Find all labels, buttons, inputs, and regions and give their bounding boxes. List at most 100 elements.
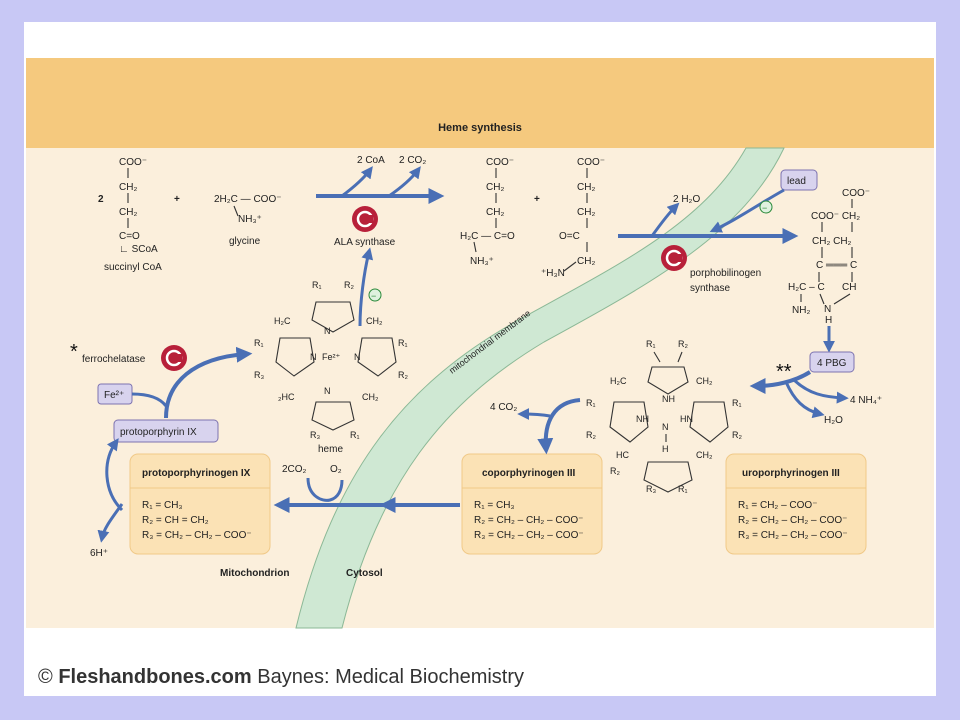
heme-synthesis-diagram: Heme synthesis mitochondrial membrane CO…: [26, 58, 934, 629]
svg-text:R₃: R₃: [254, 370, 264, 380]
svg-text:R₁: R₁: [678, 484, 688, 494]
two-co2-label-2: 2CO₂: [282, 464, 307, 475]
svg-text:R₃: R₃: [310, 430, 320, 440]
inhibition-minus-icon-1: −: [368, 288, 382, 302]
svg-text:R₂: R₂: [586, 430, 596, 440]
svg-text:−: −: [371, 291, 376, 301]
svg-text:R₂ = CH₂ – CH₂ – COO⁻: R₂ = CH₂ – CH₂ – COO⁻: [474, 515, 583, 526]
svg-text:R₁: R₁: [398, 338, 408, 348]
svg-text:protoporphyrinogen IX: protoporphyrinogen IX: [142, 468, 251, 479]
svg-text:NH: NH: [662, 394, 675, 404]
svg-text:R₂: R₂: [398, 370, 408, 380]
protoporphyrinogen-box: protoporphyrinogen IX R₁ = CH₃ R₂ = CH =…: [129, 453, 271, 555]
svg-text:CH₂: CH₂: [486, 207, 504, 218]
uroporphyrinogen-box: uroporphyrinogen III R₁ = CH₂ – COO⁻ R₂ …: [725, 453, 867, 555]
svg-text:R₂: R₂: [678, 339, 688, 349]
pbg-structure: COO⁻ COO⁻ CH₂ CH₂ CH₂ C ═══ C H₂C – C CH…: [788, 188, 870, 326]
svg-text:CH₂: CH₂: [119, 207, 137, 218]
svg-text:C=O: C=O: [119, 231, 140, 242]
six-h-label: 6H⁺: [90, 548, 108, 559]
inhibition-minus-icon-2: −: [759, 200, 773, 214]
svg-text:H: H: [825, 315, 832, 326]
succinyl-coa-label: succinyl CoA: [104, 262, 162, 273]
svg-text:R₁ = CH₃: R₁ = CH₃: [474, 500, 515, 511]
ala-structure: COO⁻ CH₂ CH₂ H₂C — C=O NH₃⁺: [460, 157, 515, 267]
svg-text:uroporphyrinogen III: uroporphyrinogen III: [742, 468, 840, 479]
svg-text:R₁ = CH₃: R₁ = CH₃: [142, 500, 183, 511]
glycine-structure: 2H₂C — COO⁻ NH₃⁺: [214, 194, 282, 225]
heme-label: heme: [318, 444, 343, 455]
svg-text:R₁: R₁: [732, 398, 742, 408]
svg-text:R₁ = CH₂ – COO⁻: R₁ = CH₂ – COO⁻: [738, 500, 818, 511]
svg-text:R₃ = CH₂ – CH₂ – COO⁻: R₃ = CH₂ – CH₂ – COO⁻: [142, 530, 252, 541]
svg-text:R₂: R₂: [610, 466, 620, 476]
svg-text:H₂C — C=O: H₂C — C=O: [460, 231, 515, 242]
o2-label: O₂: [330, 464, 342, 475]
mitochondrion-label: Mitochondrion: [220, 568, 289, 579]
svg-text:CH₂: CH₂: [119, 182, 137, 193]
svg-text:R₃ = CH₂ – CH₂ – COO⁻: R₃ = CH₂ – CH₂ – COO⁻: [474, 530, 584, 541]
svg-text:R₂ = CH = CH₂: R₂ = CH = CH₂: [142, 515, 209, 526]
single-asterisk: *: [70, 341, 78, 363]
four-nh4-label: 4 NH₄⁺: [850, 395, 882, 406]
svg-text:N: N: [324, 326, 331, 336]
four-co2-release-arrow: [517, 408, 551, 421]
svg-text:R₁: R₁: [350, 430, 360, 440]
heme-feedback-arrow: [358, 247, 374, 327]
coa-release-arrow: [341, 166, 373, 198]
coproporphyrinogen-box: coporphyrinogen III R₁ = CH₃ R₂ = CH₂ – …: [461, 453, 603, 555]
pbg-synthase-label-1: porphobilinogen: [690, 268, 761, 279]
svg-text:COO⁻: COO⁻: [842, 188, 870, 199]
svg-text:CH: CH: [842, 282, 856, 293]
svg-text:4 PBG: 4 PBG: [817, 358, 847, 369]
svg-text:N: N: [324, 386, 331, 396]
svg-text:CH₂: CH₂: [577, 182, 595, 193]
svg-text:H₂C: H₂C: [274, 316, 291, 326]
svg-text:NH₂: NH₂: [792, 305, 810, 316]
svg-text:CH₂: CH₂: [486, 182, 504, 193]
diagram-title: Heme synthesis: [438, 122, 522, 134]
svg-text:CH₂: CH₂: [362, 392, 379, 402]
ferrochelatase-enzyme-icon: [161, 345, 187, 371]
lead-box: lead: [780, 169, 818, 191]
ala-structure-2: COO⁻ CH₂ CH₂ O=C CH₂ ⁺H₃N: [541, 157, 605, 279]
h2o-label: H₂O: [824, 415, 843, 426]
mitochondrial-membrane: [295, 147, 785, 629]
two-h2o-label: 2 H₂O: [673, 194, 700, 205]
svg-text:NH: NH: [636, 414, 649, 424]
svg-text:R₁: R₁: [646, 339, 656, 349]
glycine-label: glycine: [229, 236, 261, 247]
svg-text:CH₂: CH₂: [696, 376, 713, 386]
h2o-release-arrow-2: [784, 381, 825, 419]
svg-text:R₁: R₁: [254, 338, 264, 348]
svg-text:Fe²⁺: Fe²⁺: [104, 390, 124, 401]
svg-text:CH₂: CH₂: [366, 316, 383, 326]
svg-text:COO⁻: COO⁻: [119, 157, 147, 168]
book-title: Baynes: Medical Biochemistry: [257, 666, 525, 688]
svg-text:HC: HC: [616, 450, 629, 460]
svg-text:N: N: [354, 352, 361, 362]
protoporphyrin-up-arrow: [105, 438, 124, 512]
cytosol-label: Cytosol: [346, 568, 383, 579]
pbg-synthase-enzyme-icon: [661, 245, 687, 271]
svg-text:H₂C: H₂C: [610, 376, 627, 386]
coefficient-2: 2: [98, 194, 104, 205]
protoporphyrin-box: protoporphyrin IX: [113, 419, 219, 443]
two-coa-label: 2 CoA: [357, 155, 385, 166]
svg-text:R₁: R₁: [586, 398, 596, 408]
svg-text:coporphyrinogen III: coporphyrinogen III: [482, 468, 576, 479]
double-asterisk: **: [776, 361, 792, 383]
plus-1: +: [174, 194, 180, 205]
svg-text:lead: lead: [787, 176, 806, 187]
svg-text:N: N: [662, 422, 669, 432]
ferrochelatase-arrow: [164, 346, 253, 419]
svg-text:−: −: [762, 203, 767, 213]
lead-inhibition-arrow: [709, 188, 785, 233]
ala-synthase-label: ALA synthase: [334, 237, 396, 248]
plus-2: +: [534, 194, 540, 205]
svg-text:COO⁻ CH₂: COO⁻ CH₂: [811, 211, 860, 222]
svg-text:H: H: [662, 444, 669, 454]
svg-text:R₂: R₂: [732, 430, 742, 440]
svg-text:R₂ = CH₂ – CH₂ – COO⁻: R₂ = CH₂ – CH₂ – COO⁻: [738, 515, 847, 526]
